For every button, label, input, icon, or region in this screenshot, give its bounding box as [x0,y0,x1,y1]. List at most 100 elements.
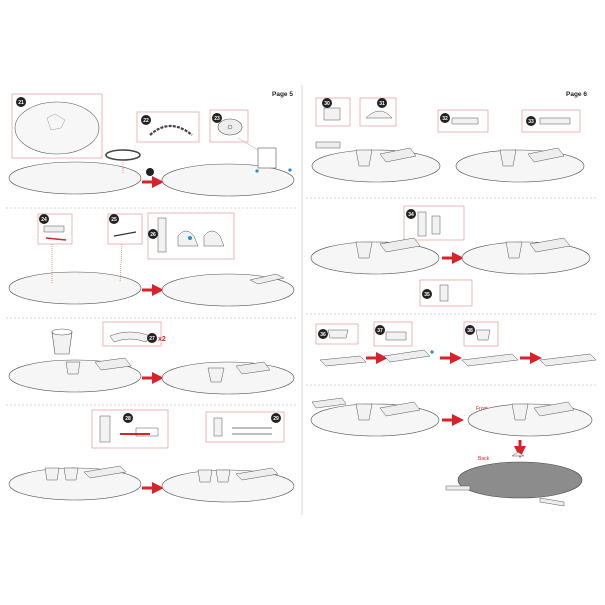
blue-dot [430,350,434,354]
step-badge [148,229,158,239]
base-plate [310,241,440,275]
front-label: Front [476,406,488,412]
base-plate-icon [14,101,100,155]
step-badge [526,116,536,126]
step-number: 33 [528,119,534,125]
base-plate [310,403,440,437]
step-32-group: 32 [437,109,489,133]
step-26-group: 26 [147,212,235,260]
curved-strip-icon [109,331,151,343]
step-37-group: 37 [373,321,413,347]
step-badge [375,325,385,335]
step-24-group: 24 [37,213,73,245]
blue-dot [255,169,259,173]
fin-part-icon [365,110,393,119]
step-badge [39,214,49,224]
step-badge [141,115,151,125]
step-21-group: 21 [11,93,103,159]
ring-strip-icon [149,124,193,136]
step-28-group: 28 [91,409,169,449]
step-number: 38 [467,328,473,334]
step-badge [147,333,157,343]
step-number: 24 [41,217,47,223]
step-badge [322,98,332,108]
step-badge [422,289,432,299]
base-plate-underside [457,461,583,499]
base-plate [161,163,295,197]
step-badge [212,113,222,123]
base-plate [311,149,441,183]
back-label: Back [478,456,490,462]
sub-assembly [383,349,431,363]
block-part-icon [323,107,341,121]
page-label-left: Page 5 [272,91,293,98]
step-badge-small [146,168,154,176]
step-34-group: 34 [403,205,465,241]
step-31-group: 31 [359,97,397,127]
sub-assembly [319,355,367,367]
step-badge [440,113,450,123]
step-22-group: 22 [136,111,200,143]
step-badge [123,413,133,423]
cap-part-icon [475,329,491,341]
step-badge [465,325,475,335]
step-38-group: 38 [463,321,499,347]
plate-part-icon [451,117,479,125]
base-plate [8,161,142,195]
base-plate [161,361,295,395]
step-number: 22 [143,118,149,124]
step-badge [271,413,281,423]
row-separators-left [6,207,298,406]
step-number: 34 [408,212,414,218]
page-label-right: Page 6 [566,91,587,98]
step-30-group: 30 [315,97,351,127]
row-separators-right [306,197,598,386]
quantity-multiplier: x2 [158,336,166,343]
step-number: 29 [273,416,279,422]
step-badge [406,209,416,219]
bracket-part-icon [43,225,65,233]
panel-part-icon [157,217,167,253]
plate-part-icon [539,117,571,125]
disc-part-icon [217,118,243,136]
step-badge [318,329,328,339]
bracket-part-icon [213,417,223,437]
step-number: 27 [149,336,155,342]
step-33-group: 33 [521,109,581,133]
step-number: 32 [442,116,448,122]
step-number: 25 [111,217,117,223]
step-number: 35 [424,292,430,298]
step-23-group: 23 [209,109,249,143]
sub-assembly [461,353,519,367]
step-number: 37 [377,328,383,334]
frame-part-icon [385,331,407,341]
step-badge [109,214,119,224]
step-35-group: 35 [419,279,473,307]
step-number: 21 [18,100,24,106]
step-number: 23 [214,116,220,122]
tower-part [257,147,277,169]
bracket-part-icon [99,415,111,443]
step-number: 31 [379,101,385,107]
step-badge [16,97,26,107]
assembled-panel [249,273,285,285]
strut-part-icon [113,231,137,237]
bracket-part-icon [417,211,427,237]
nose-part-icon [327,329,349,339]
base-plate [8,271,142,305]
base-plate [461,241,591,275]
step-27-group: 27 x2 [102,321,166,347]
ring-part [105,149,141,161]
step-number: 28 [125,416,131,422]
bracket-part-icon [439,284,449,302]
blue-dot [288,168,292,172]
step-36-group: 36 [315,323,359,345]
step-25-group: 25 [107,213,143,245]
step-number: 30 [324,101,330,107]
step-number: 26 [150,232,156,238]
step-29-group: 29 [205,411,285,443]
base-plate [455,149,585,183]
step-badge [377,98,387,108]
callout-frame [107,213,143,245]
